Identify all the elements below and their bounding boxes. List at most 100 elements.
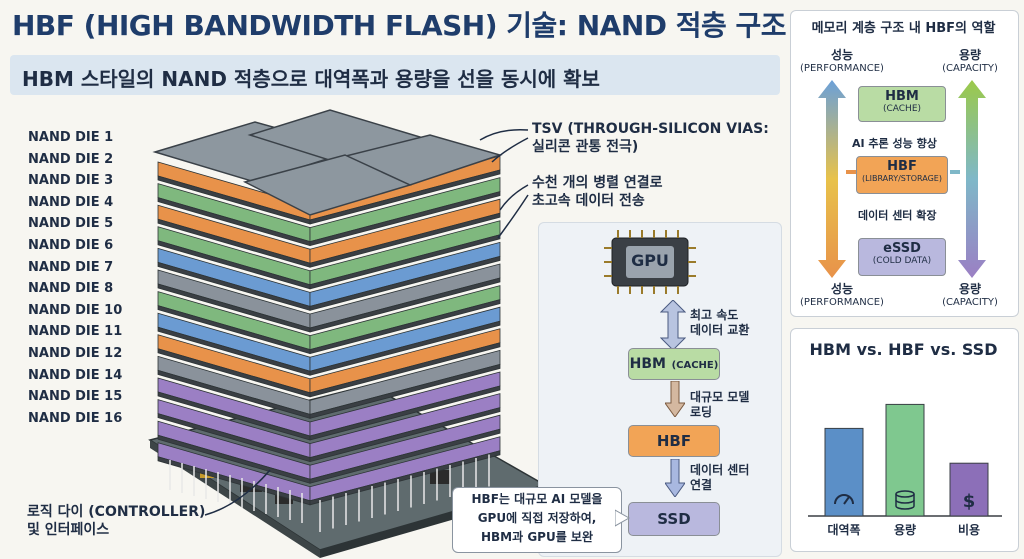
die-label: NAND DIE 5 <box>28 216 114 232</box>
down-arrow-icon <box>665 381 685 417</box>
hier-hbf-box: HBF (LIBRARY/STORAGE) <box>856 156 948 194</box>
die-label: NAND DIE 1 <box>28 130 114 145</box>
stack-layer-gap <box>309 428 501 484</box>
tsv-callout-line1: TSV (THROUGH-SILICON VIAS: <box>532 121 769 137</box>
logic-die-callout-line1: 로직 다이 (CONTROLLER) <box>27 504 206 520</box>
note-pointer <box>615 509 631 527</box>
chart-title: HBM vs. HBF vs. SSD <box>809 340 998 359</box>
hier-bottom-left-en: (PERFORMANCE) <box>800 297 884 308</box>
stack-layer-gap <box>309 320 501 376</box>
flow-hbf-box: HBF <box>628 425 720 457</box>
hier-essd-box: eSSD (COLD DATA) <box>858 238 946 276</box>
hier-hbf-note: 데이터 센터 확장 <box>858 209 937 222</box>
stack-layer-gap <box>309 234 501 290</box>
hier-bottom-right-label: 용량 <box>958 282 982 296</box>
die-label: NAND DIE 4 <box>28 194 114 210</box>
hier-top-left: 성능 (PERFORMANCE) <box>798 46 886 74</box>
flow-hbm-sub: (CACHE) <box>671 360 719 371</box>
hier-hbm-note: AI 추론 성능 향상 <box>852 137 937 150</box>
hier-essd-sub: (COLD DATA) <box>872 256 932 266</box>
tsv-callout-line2: 실리콘 관통 전극) <box>532 139 639 155</box>
hier-top-right-label: 용량 <box>958 48 982 62</box>
parallel-callout-line1: 수천 개의 병렬 연결로 <box>532 175 663 191</box>
die-label: NAND DIE 11 <box>28 324 123 340</box>
hier-top-left-label: 성능 <box>830 48 854 62</box>
flow-hbm-label: HBM <box>629 356 666 372</box>
hier-hbm-sub: (CACHE) <box>882 104 922 114</box>
comparison-bar-chart: 대역폭 용량 비용 $ <box>808 403 1002 537</box>
die-label: NAND DIE 8 <box>28 281 114 297</box>
database-icon <box>895 490 915 510</box>
chart-bar <box>824 427 864 517</box>
chip-component <box>430 470 450 484</box>
hier-bottom-left-label: 성능 <box>830 282 854 296</box>
dollar-icon: $ <box>963 491 976 512</box>
hbf-note-text: HBF는 대규모 AI 모델을 GPU에 직접 저장하여, HBM과 GPU를 … <box>456 490 618 547</box>
die-label: NAND DIE 7 <box>28 259 114 275</box>
stack-layer-gap <box>309 255 501 311</box>
chart-category-label: 비용 <box>958 522 980 537</box>
hbf-note-line1: HBF는 대규모 AI 모델을 <box>471 492 603 506</box>
flow-ssd-box: SSD <box>628 502 720 536</box>
hier-bottom-left: 성능 (PERFORMANCE) <box>798 280 886 308</box>
hier-hbf-sub: (LIBRARY/STORAGE) <box>862 174 942 183</box>
stack-layer-gap <box>309 212 501 268</box>
hier-top-right-en: (CAPACITY) <box>942 63 998 74</box>
chart-category-label: 대역폭 <box>827 522 860 537</box>
hier-hbm-box: HBM (CACHE) <box>858 86 946 122</box>
gpu-label: GPU <box>631 251 669 270</box>
die-label: NAND DIE 10 <box>28 302 123 318</box>
hierarchy-title: 메모리 계층 구조 내 HBF의 역할 <box>811 21 996 36</box>
chart-bar <box>949 462 989 517</box>
flow-step1-line2: 데이터 교환 <box>690 323 750 337</box>
hier-essd-label: eSSD <box>883 241 921 256</box>
hier-bottom-right-en: (CAPACITY) <box>942 297 998 308</box>
subtitle-banner <box>10 55 780 95</box>
stack-layer-gap <box>309 363 501 419</box>
stack-layer-gap <box>309 385 501 441</box>
hierarchy-arrows <box>818 80 986 278</box>
hier-hbf-label: HBF <box>887 159 917 174</box>
die-label: NAND DIE 16 <box>28 410 123 426</box>
gpu-chip <box>604 230 696 294</box>
stack-layer-gap <box>309 450 501 506</box>
die-label: NAND DIE 15 <box>28 389 123 405</box>
hbf-note-line2: GPU에 직접 저장하여, <box>477 511 597 525</box>
updown-arrow-icon <box>660 300 686 350</box>
stack-layer-gap <box>309 169 501 225</box>
page-title: HBF (HIGH BANDWIDTH FLASH) 기술: NAND 적층 구… <box>12 9 787 42</box>
hier-top-left-en: (PERFORMANCE) <box>800 63 884 74</box>
logic-die-callout-line2: 및 인터페이스 <box>27 522 110 538</box>
hbf-note-line3: HBM과 GPU를 보완 <box>480 530 594 544</box>
hier-top-right: 용량 (CAPACITY) <box>928 46 1012 74</box>
stack-layer-gap <box>309 407 501 463</box>
stack-layer-gap <box>309 299 501 355</box>
chart-category-label: 용량 <box>894 522 916 537</box>
flow-step2-line1: 대규모 모델 <box>690 390 750 404</box>
chart-bar <box>885 403 925 517</box>
flow-step3-line1: 데이터 센터 <box>690 463 750 477</box>
stack-layer-gap <box>309 277 501 333</box>
die-label: NAND DIE 6 <box>28 238 114 253</box>
svg-text:$: $ <box>963 491 976 512</box>
parallel-callout-line2: 초고속 데이터 전송 <box>532 193 645 209</box>
die-label: NAND DIE 2 <box>28 151 114 167</box>
die-label: NAND DIE 3 <box>28 173 114 189</box>
flow-hbf-label: HBF <box>656 432 692 450</box>
die-label: NAND DIE 14 <box>28 367 123 383</box>
flow-step3-line2: 연결 <box>690 478 713 492</box>
hier-hbm-label: HBM <box>885 89 919 104</box>
flow-step2-line2: 로딩 <box>690 405 713 419</box>
flow-hbm-box: HBM (CACHE) <box>628 348 720 380</box>
flow-ssd-label: SSD <box>657 510 691 528</box>
hier-bottom-right: 용량 (CAPACITY) <box>928 280 1012 308</box>
die-label: NAND DIE 12 <box>28 346 123 361</box>
down-arrow-icon <box>665 459 685 497</box>
top-die-tile <box>242 154 413 216</box>
hbf-note-box <box>452 487 622 553</box>
flow-step1-line1: 최고 속도 <box>690 308 739 322</box>
capacity-arrow-icon <box>958 80 986 278</box>
performance-arrow-icon <box>818 80 846 278</box>
stack-layer-gap <box>309 342 501 398</box>
